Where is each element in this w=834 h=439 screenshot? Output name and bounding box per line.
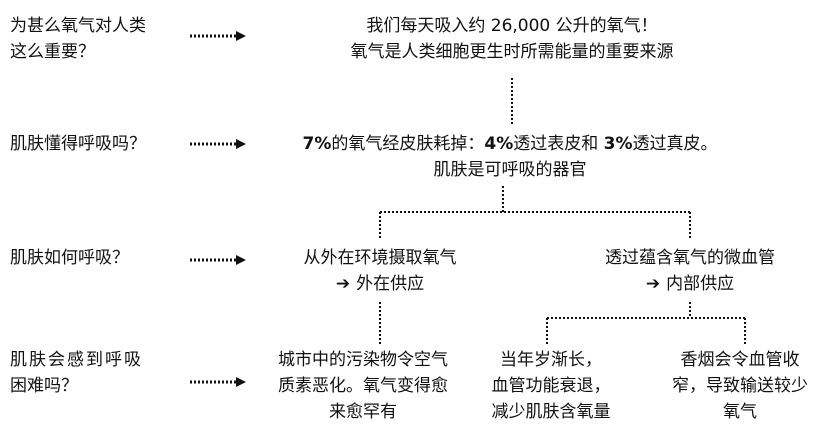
dotted-arrow-head <box>236 139 246 149</box>
answer-2-text-3: 透过真皮。 <box>632 134 718 154</box>
answer-3-left-label: 外在供应 <box>356 274 425 294</box>
dotted-arrow-head <box>236 377 246 387</box>
question-2: 肌肤懂得呼吸吗？ <box>10 134 146 154</box>
answer-2-pct-1: 7% <box>302 134 332 154</box>
right-arrow-icon: ➔ <box>335 274 357 294</box>
answer-2-text-1: 的氧气经皮肤耗掉： <box>331 134 485 154</box>
answer-4-left-line-1: 城市中的污染物令空气 <box>278 350 448 370</box>
question-4-line-2: 困难吗？ <box>10 376 78 396</box>
question-1-line-2: 这么重要？ <box>10 42 95 62</box>
answer-3-right-label: 内部供应 <box>666 274 735 294</box>
answer-2-line-1: 7%的氧气经皮肤耗掉：4%透过表皮和 3%透过真皮。 <box>250 132 770 156</box>
answer-4-right-line-1: 香烟会令血管收 <box>680 350 800 370</box>
question-3: 肌肤如何呼吸？ <box>10 248 129 268</box>
answer-4-left-line-3: 来愈罕有 <box>329 402 397 422</box>
answer-2-pct-3: 3% <box>603 134 633 154</box>
answer-3-right-line-2: ➔ 内部供应 <box>560 272 820 296</box>
answer-3-right-line-1: 透过蕴含氧气的微血管 <box>605 248 775 268</box>
answer-4-left-line-2: 质素恶化。氧气变得愈 <box>278 376 448 396</box>
answer-2-line-2: 肌肤是可呼吸的器官 <box>433 160 587 180</box>
answer-4-mid-line-3: 减少肌肤含氧量 <box>491 402 611 422</box>
answer-2-pct-2: 4% <box>484 134 514 154</box>
dotted-arrow-head <box>236 255 246 265</box>
answer-2-text-2: 透过表皮和 <box>513 134 604 154</box>
dotted-arrow-head <box>236 31 246 41</box>
right-arrow-icon: ➔ <box>645 274 667 294</box>
answer-1-line-2: 氧气是人类细胞更生时所需能量的重要来源 <box>350 42 674 62</box>
answer-4-mid-line-1: 当年岁渐长， <box>500 350 602 370</box>
answer-3-left-line-1: 从外在环境摄取氧气 <box>303 248 457 268</box>
answer-4-right-line-2: 窄，导致输送较少 <box>672 376 808 396</box>
question-4-line-1: 肌肤会感到呼吸 <box>10 350 143 370</box>
question-1-line-1: 为甚么氧气对人类 <box>10 16 146 36</box>
answer-4-right-line-3: 氧气 <box>723 402 757 422</box>
answer-1-line-1: 我们每天吸入约 26,000 公升的氧气！ <box>366 16 658 36</box>
answer-4-mid-line-2: 血管功能衰退， <box>491 376 611 396</box>
answer-3-left-line-2: ➔ 外在供应 <box>250 272 510 296</box>
